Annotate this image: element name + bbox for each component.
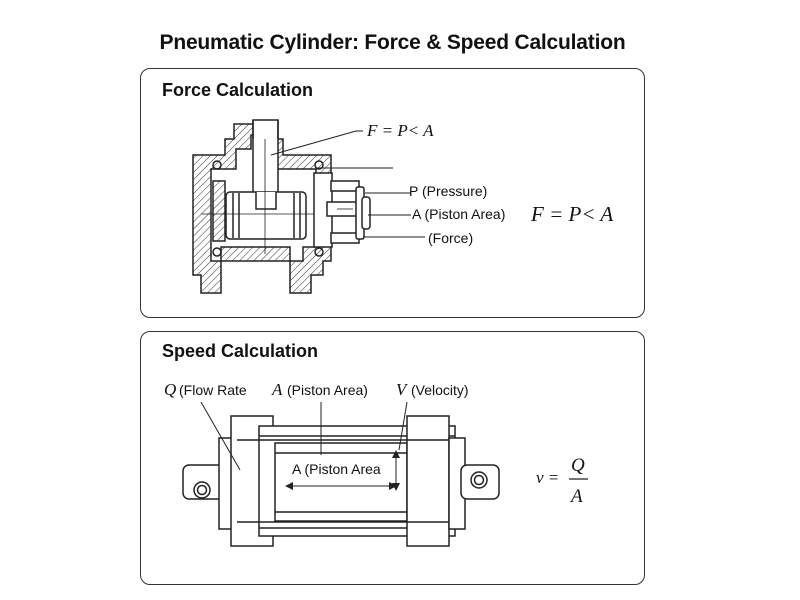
label-flow-rate: (Flow Rate	[179, 382, 247, 398]
force-calculation-panel: Force Calculation	[140, 68, 645, 318]
piston-outline	[274, 442, 408, 522]
label-piston-area-top: (Piston Area)	[287, 382, 368, 398]
right-eye-inner	[473, 474, 485, 486]
cylinder-side-view	[182, 415, 500, 547]
force-panel-heading: Force Calculation	[162, 80, 314, 100]
symbol-v: V	[396, 380, 409, 399]
symbol-a: A	[271, 380, 283, 399]
left-eye-outer	[193, 481, 211, 499]
velocity-formula-lhs: v =	[536, 468, 559, 487]
force-formula-top: F = P< A	[366, 121, 434, 140]
speed-leaders	[200, 401, 408, 487]
speed-diagram: Q (Flow Rate A (Piston Area) V (Velocity…	[164, 380, 588, 547]
force-formula-side: F = P< A	[530, 202, 613, 226]
velocity-formula-denominator: A	[569, 486, 583, 507]
speed-calculation-panel: Speed Calculation Q (Flow Rate A (Piston…	[140, 331, 645, 585]
arrow-heads	[285, 450, 400, 491]
label-force: (Force)	[428, 230, 473, 246]
label-inner-piston-area: A (Piston Area	[292, 461, 381, 477]
right-eye-outer	[470, 471, 488, 489]
left-eye-inner	[196, 484, 208, 496]
velocity-formula-numerator: Q	[571, 455, 585, 476]
speed-panel-heading: Speed Calculation	[162, 341, 319, 361]
page-title: Pneumatic Cylinder: Force & Speed Calcul…	[159, 31, 626, 54]
cylinder-cross-section	[192, 119, 371, 294]
label-pressure: P (Pressure)	[409, 183, 487, 199]
symbol-q: Q	[164, 380, 176, 399]
label-velocity: (Velocity)	[411, 382, 469, 398]
end-cap	[361, 196, 371, 230]
left-wall	[212, 180, 226, 242]
leader-lines	[270, 130, 425, 238]
right-rod-end	[460, 464, 500, 500]
label-piston-area: A (Piston Area)	[412, 206, 505, 222]
force-diagram: F = P< A P (Pressure) A (Piston Area) (F…	[192, 119, 613, 294]
